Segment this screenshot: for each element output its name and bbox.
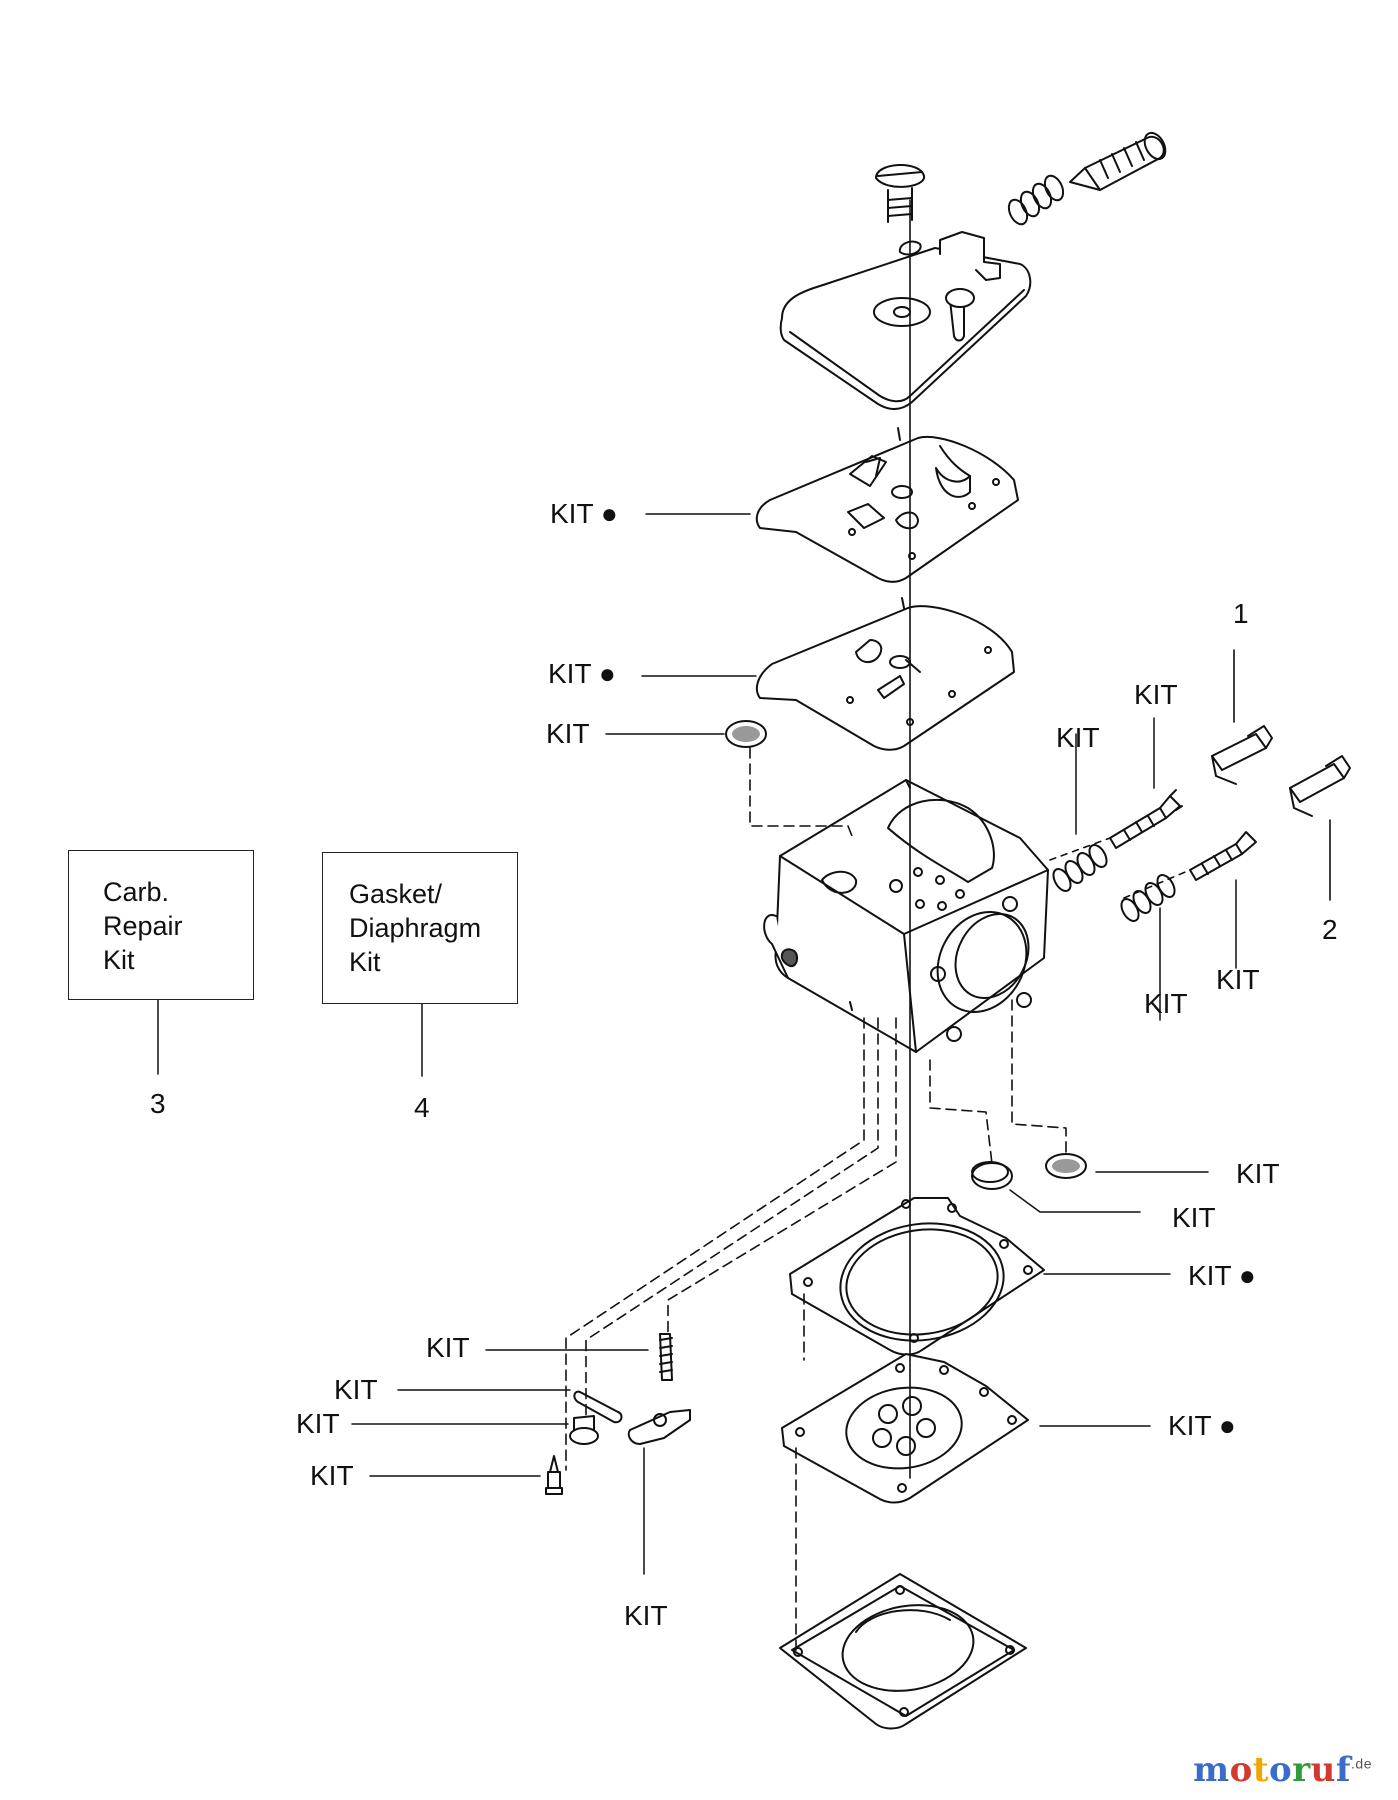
limiter-cap-1 [1211,725,1273,785]
watermark-letter: t [1252,1750,1270,1790]
label-ref-2: 2 [1322,914,1338,945]
watermark-letter: f [1335,1750,1352,1790]
cover-screw [875,163,925,223]
pump-cover [779,1573,1027,1730]
label-kit-metering-lever: KIT [624,1600,668,1631]
label-kit-metering-spring: KIT [426,1332,470,1363]
label-kit-spring-top: KIT [1056,722,1100,753]
watermark-letter: u [1310,1750,1336,1790]
watermark-letter: o [1229,1750,1253,1790]
lever-pin [573,1390,623,1424]
carb-repair-line-2: Repair [103,911,183,941]
gasket-line-2: Diaphragm [349,913,482,943]
check-valve-disc [971,1161,1013,1190]
pump-gasket [789,1197,1045,1356]
lever-screw [569,1415,599,1445]
label-kit-needle-bottom: KIT [1216,964,1260,995]
watermark-logo: motoruf.de [1193,1750,1372,1790]
metering-lever [627,1409,691,1445]
needle-springs [1052,844,1176,922]
label-kit-lever-screw: KIT [296,1408,340,1439]
outlet-screen [1045,1153,1087,1179]
label-ref-4: 4 [414,1092,430,1123]
label-kit-inlet-needle: KIT [310,1460,354,1491]
metering-plate [755,427,1019,583]
high-speed-needle [1189,831,1257,881]
label-kit-outlet-screen: KIT [1236,1158,1280,1189]
fuel-pump-plate [755,597,1015,751]
carb-repair-line-3: Kit [103,945,135,975]
watermark-suffix: .de [1351,1755,1372,1772]
assembly-lines [565,199,1331,1651]
low-speed-needle [1109,789,1183,849]
gasket-line-3: Kit [349,947,381,977]
watermark-letter: o [1269,1750,1293,1790]
label-kit-lever-pin: KIT [334,1374,378,1405]
label-ref-3: 3 [150,1088,166,1119]
cover-plate [779,231,1032,410]
carburetor-body [763,779,1049,1053]
label-kit-gasket: KIT ● [1188,1260,1256,1291]
label-kit-plate2: KIT ● [548,658,616,689]
label-kit-screen: KIT [546,718,590,749]
metering-spring [659,1333,673,1381]
watermark-letter: r [1292,1750,1311,1790]
adjusting-spring [1007,174,1065,226]
label-ref-1: 1 [1233,598,1249,629]
watermark-text: motoruf [1193,1750,1351,1790]
inlet-screen [725,720,767,748]
label-kit-diaphragm: KIT ● [1168,1410,1236,1441]
adjusting-needle [1069,131,1167,191]
carb-repair-kit-box: Carb. Repair Kit [68,850,254,1000]
leader-lines [157,513,1237,1575]
gasket-line-1: Gasket/ [349,879,443,909]
label-kit-needle-top: KIT [1134,679,1178,710]
limiter-cap-2 [1289,755,1351,817]
label-kit-disc: KIT [1172,1202,1216,1233]
inlet-needle [545,1455,563,1495]
label-kit-spring-bottom: KIT [1144,988,1188,1019]
pump-diaphragm [781,1353,1029,1504]
label-kit-plate1: KIT ● [550,498,618,529]
carb-repair-line-1: Carb. [103,877,170,907]
watermark-letter: m [1193,1750,1230,1790]
gasket-diaphragm-kit-box: Gasket/ Diaphragm Kit [322,852,518,1004]
